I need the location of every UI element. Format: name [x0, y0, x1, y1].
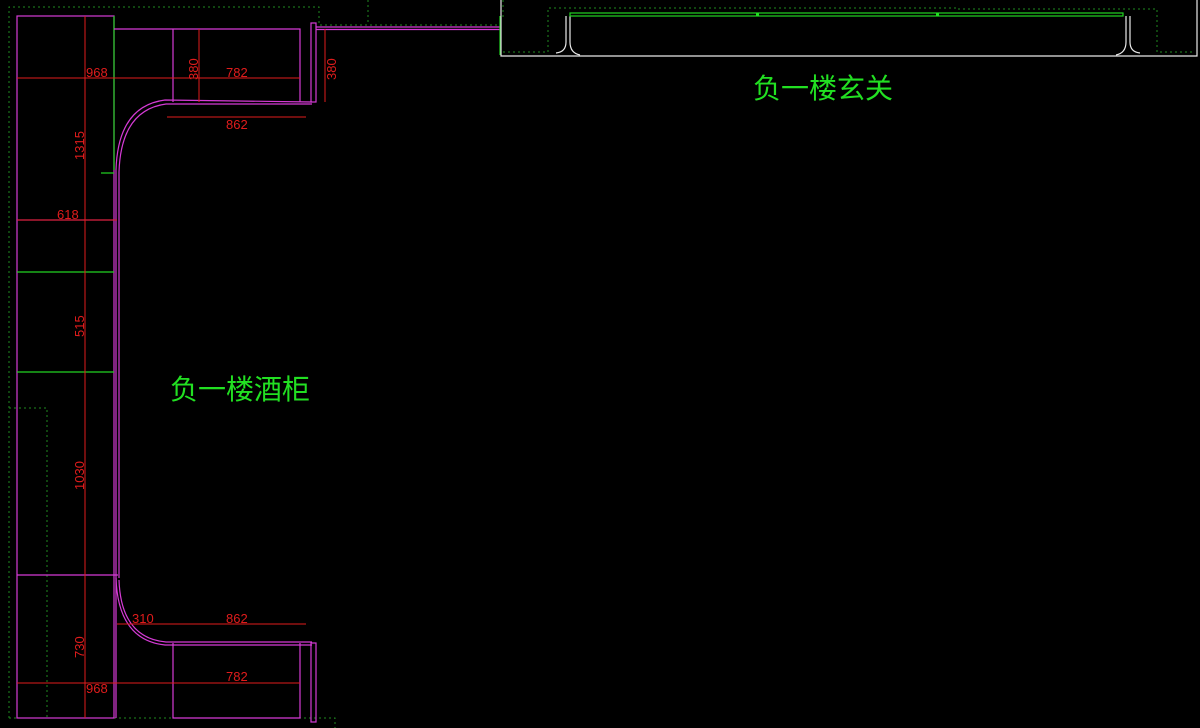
dim-310: 310 — [132, 611, 154, 626]
entrance-plan — [500, 0, 1198, 57]
dim-515: 515 — [72, 315, 87, 337]
dim-782-top: 782 — [226, 65, 248, 80]
dim-618: 618 — [57, 207, 79, 222]
reference-lines — [8, 0, 504, 728]
dim-1030: 1030 — [72, 461, 87, 490]
dimension-texts: 968 380 782 380 862 1315 618 515 1030 73… — [57, 58, 339, 696]
wine-cabinet-label: 负一楼酒柜 — [170, 373, 310, 406]
dim-380-right: 380 — [324, 58, 339, 80]
bottom-cabinet — [172, 642, 317, 723]
dim-968-bottom: 968 — [86, 681, 108, 696]
curved-counter — [115, 99, 313, 718]
left-cabinet — [16, 15, 118, 719]
dim-862-bottom: 862 — [226, 611, 248, 626]
dim-862-top: 862 — [226, 117, 248, 132]
dim-968-top: 968 — [86, 65, 108, 80]
dim-380-top: 380 — [186, 58, 201, 80]
entrance-label: 负一楼玄关 — [753, 72, 893, 105]
dim-782-bottom: 782 — [226, 669, 248, 684]
dim-1315: 1315 — [72, 131, 87, 160]
dim-730: 730 — [72, 636, 87, 658]
dimension-lines — [17, 16, 326, 718]
top-cabinet — [114, 16, 501, 103]
